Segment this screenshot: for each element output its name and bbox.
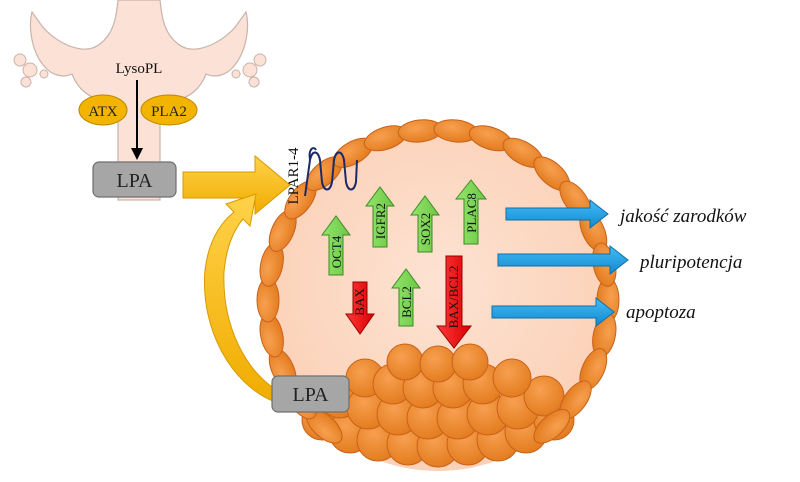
- gene-label: BAX/BCL2: [446, 266, 461, 329]
- outcome-arrow-pluripotency: pluripotencja: [497, 244, 742, 276]
- uterus-shape: [13, 0, 267, 201]
- gene-arrow-oct4: OCT4: [321, 215, 351, 276]
- enzyme-pla2: PLA2: [140, 94, 198, 126]
- svg-text:LPA: LPA: [293, 384, 330, 406]
- gene-arrow-igfr2: IGFR2: [365, 186, 395, 248]
- fimbriae-right: [231, 53, 267, 88]
- svg-text:LPA: LPA: [117, 170, 154, 192]
- inner-cell-mass: [301, 343, 575, 468]
- lpar-receptor: [304, 147, 358, 197]
- svg-text:PLA2: PLA2: [151, 104, 187, 120]
- fimbriae-left: [13, 53, 49, 88]
- blastocyst: [256, 119, 620, 471]
- gene-label: OCT4: [329, 235, 344, 268]
- gene-label: BCL2: [399, 286, 414, 318]
- receptor-label: LPAR1-4: [286, 147, 302, 204]
- trophectoderm-cell: [533, 408, 571, 444]
- outcome-label: apoptoza: [626, 302, 696, 323]
- yellow-arrow-curved: [203, 193, 281, 403]
- svg-text:ATX: ATX: [88, 104, 117, 120]
- gene-arrow-bcl2: BCL2: [391, 268, 421, 327]
- lpa-box-top: LPA: [92, 161, 177, 198]
- gene-arrow-sox2: SOX2: [410, 195, 440, 253]
- gene-arrow-plac8: PLAC8: [454, 179, 488, 245]
- outcome-arrow-embryo-quality: jakość zarodków: [505, 198, 747, 230]
- gene-label: SOX2: [418, 213, 433, 246]
- gene-label: IGFR2: [373, 203, 388, 239]
- gene-label: BAX: [352, 288, 367, 316]
- lysopl-label: LysoPL: [116, 61, 163, 77]
- outcome-label: pluripotencja: [638, 252, 742, 273]
- outcome-label: jakość zarodków: [617, 206, 747, 227]
- lpa-box-bottom: LPA: [271, 375, 350, 413]
- enzyme-atx: ATX: [78, 94, 128, 126]
- gene-arrow-bax-bcl2: BAX/BCL2: [435, 255, 473, 349]
- yellow-arrow-horizontal: [182, 154, 291, 216]
- outcome-arrow-apoptosis: apoptoza: [491, 296, 696, 328]
- lysopl-arrowhead: [131, 148, 143, 160]
- gene-label: PLAC8: [464, 193, 479, 233]
- gene-arrow-bax: BAX: [345, 281, 375, 335]
